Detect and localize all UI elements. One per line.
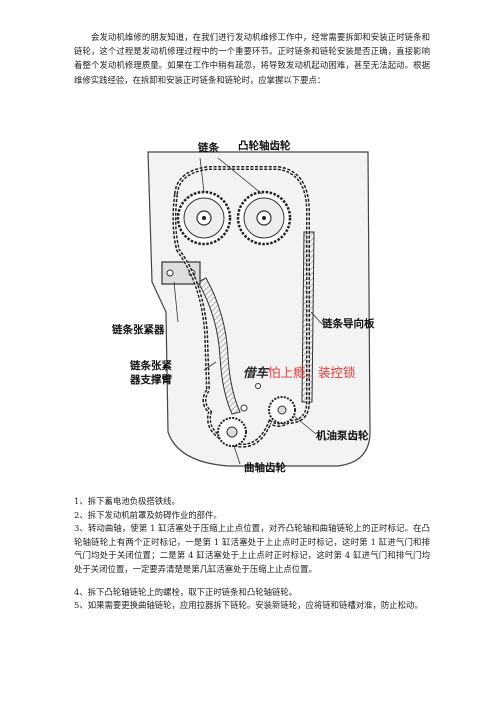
camshaft-sprocket-left	[176, 190, 232, 246]
step-item: 3、转动曲轴，使第 1 缸活塞处于压缩上止点位置，对齐凸轮轴和曲轴链轮上的正时标…	[74, 523, 430, 574]
timing-chain-figure: 链条 凸轮轴齿轮 链条张紧器 链条张紧 器支撑臂 链条导向板 机油泵齿轮 曲轴齿…	[108, 132, 388, 484]
watermark: 借车怕上瘾，装控锁	[243, 362, 356, 381]
label-tensioner: 链条张紧器	[112, 324, 165, 336]
label-chain: 链条	[198, 142, 219, 154]
tensioner-arm	[197, 277, 241, 415]
step-item: 4、拆下凸轮轴链轮上的螺栓，取下正时链条和凸轮轴链轮。	[74, 586, 298, 597]
label-cam-sprocket: 凸轮轴齿轮	[238, 140, 291, 152]
label-tensioner-arm-1: 链条张紧	[130, 360, 172, 372]
label-guide-plate: 链条导向板	[322, 318, 375, 330]
steps-list: 1、拆下蓄电池负极搭铁线。 2、拆下发动机前罩及妨碍作业的部件。 3、转动曲轴，…	[74, 495, 430, 613]
watermark-part-b: 怕上瘾，装控锁	[268, 365, 356, 380]
chain-tensioner	[161, 261, 201, 285]
label-oil-pump: 机油泵齿轮	[316, 430, 369, 442]
crankshaft-sprocket	[217, 417, 247, 447]
watermark-part-a: 借车	[243, 365, 269, 380]
step-item: 5、如果需要更换曲轴链轮，应用拉器拆下链轮。安装新链轮，应将链和链槽对准，防止松…	[74, 600, 423, 611]
timing-chain-diagram	[147, 151, 371, 467]
step-item: 1、拆下蓄电池负极搭铁线。	[74, 496, 180, 506]
label-tensioner-arm-2: 器支撑臂	[130, 374, 172, 386]
camshaft-sprocket-right	[236, 190, 292, 246]
label-crank-sprocket: 曲轴齿轮	[244, 462, 286, 474]
step-item: 2、拆下发动机前罩及妨碍作业的部件。	[74, 509, 222, 520]
oil-pump-sprocket	[268, 396, 296, 424]
intro-paragraph: 会发动机维修的朋友知道，在我们进行发动机维修工作中，经常需要拆卸和安装正时链条和…	[74, 32, 430, 85]
